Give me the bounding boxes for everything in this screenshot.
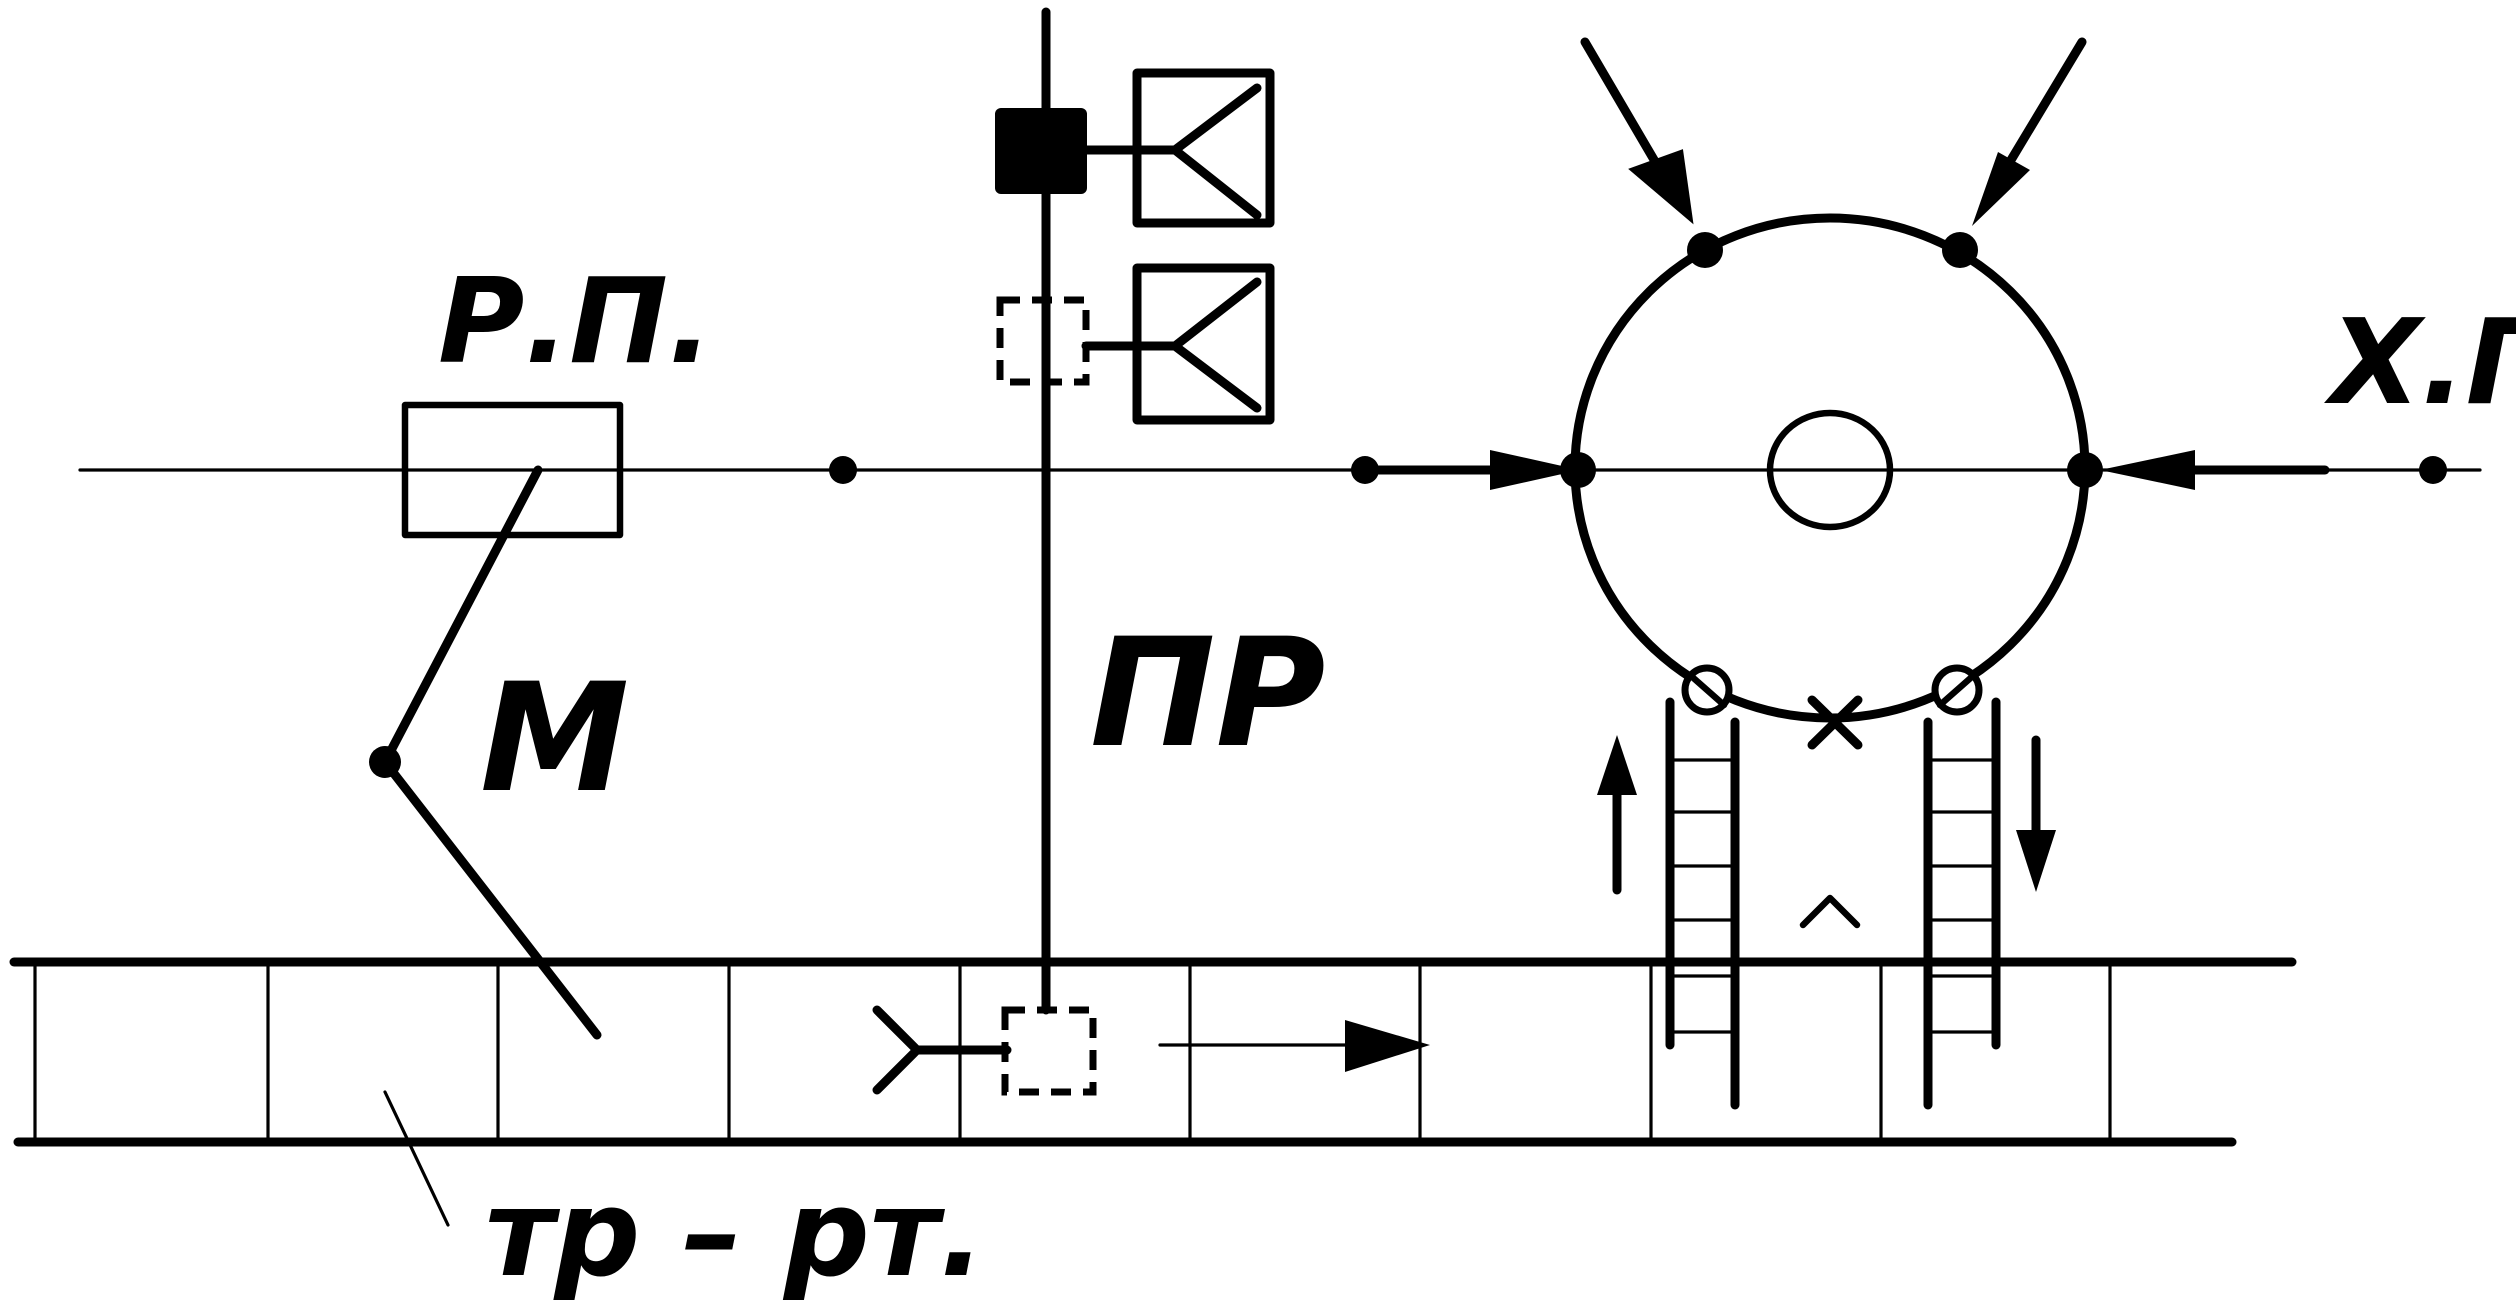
conveyor: тр – рт. [9, 957, 2297, 1301]
table-node-right [2067, 452, 2103, 488]
caret-up-icon [1799, 894, 1861, 929]
arrowhead-icon [1345, 1020, 1430, 1072]
arrowhead-icon [1972, 152, 2030, 226]
rotary-table [1560, 213, 2103, 750]
table-node-left [1560, 452, 1596, 488]
conveyor-dashed-block-icon [1001, 1006, 1097, 1096]
rp-label: Р.П. [438, 252, 713, 390]
ladder-left [1665, 697, 1740, 1110]
feed-arrow [1365, 450, 1580, 490]
axis-node-1 [829, 456, 857, 484]
arm-joint [369, 746, 401, 778]
arrowhead-icon [2100, 450, 2195, 490]
ladder-right [1923, 697, 2001, 1110]
conveyor-sensor-icon [872, 1005, 922, 1095]
down-arrow-icon [2016, 735, 2056, 892]
sensor-upper-icon [1170, 83, 1262, 220]
rp-unit: Р.П. [401, 252, 713, 539]
solid-block-icon [995, 108, 1087, 194]
table-node-top-left [1687, 232, 1723, 268]
sensor-box-lower [1132, 263, 1275, 425]
xp-label: Х.П. [2324, 293, 2516, 431]
arrowhead-icon [1490, 450, 1580, 490]
table-node-top-right [1942, 232, 1978, 268]
manipulator-arm: М [369, 465, 629, 1040]
m-label: М [480, 652, 629, 826]
up-arrow-icon [1597, 735, 1637, 895]
axis-node-2 [1351, 456, 1379, 484]
vertical-process-line: ПР [995, 7, 1325, 1015]
cross-icon [1807, 695, 1863, 750]
arrowhead-icon [1628, 149, 1694, 225]
top-input-arrows [1580, 37, 2087, 226]
dashed-block-icon [996, 296, 1090, 386]
sensor-box-upper [1132, 68, 1275, 228]
center-hole [1766, 409, 1894, 531]
xp-arrow: Х.П. [2100, 293, 2516, 490]
tr-rt-label: тр – рт. [485, 1165, 985, 1301]
rp-box [401, 401, 624, 539]
axis-node-3 [2419, 456, 2447, 484]
sensor-lower-icon [1170, 277, 1262, 413]
pr-label: ПР [1090, 607, 1325, 781]
